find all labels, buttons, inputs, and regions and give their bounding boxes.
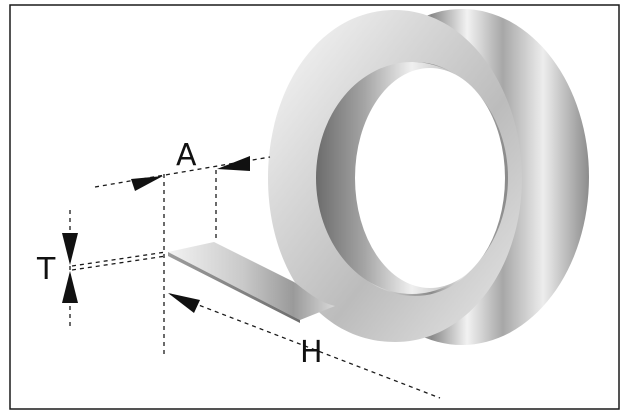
arrow-t-top [62,233,78,265]
strip-edge [168,252,300,323]
coil-front-face [268,10,522,342]
label-thickness-t: T [36,252,56,287]
coil-hole [355,68,505,288]
arrow-a-right [217,156,250,171]
strip [168,242,335,323]
arrow-h [168,293,200,313]
arrow-a-left [131,176,163,191]
dimension-line-h [169,293,441,399]
label-width-a: A [176,138,197,173]
strip-top-surface [168,242,335,320]
arrow-t-bottom [62,271,78,303]
label-length-h: H [300,335,323,370]
dimension-arrows [62,156,250,313]
coil-ring [268,9,589,345]
